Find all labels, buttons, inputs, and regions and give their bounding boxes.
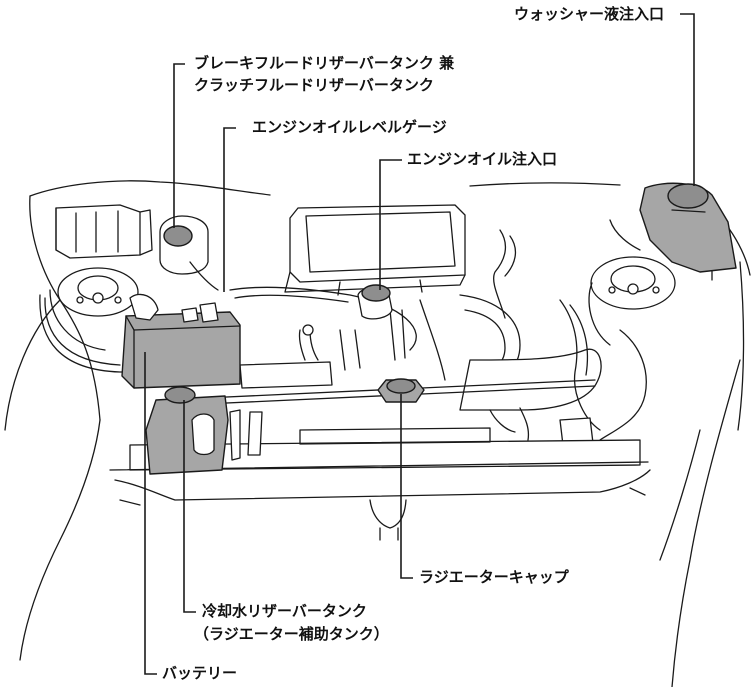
label-brake-line2: クラッチフルードリザーバータンク <box>194 76 434 94</box>
leader-lines <box>144 13 695 675</box>
battery <box>121 293 241 389</box>
label-battery: バッテリー <box>162 664 238 682</box>
leader-battery <box>144 352 157 675</box>
label-coolant-line1: 冷却水リザーバータンク <box>202 602 367 620</box>
leader-dipstick <box>223 127 236 292</box>
label-brake-line1: ブレーキフルードリザーバータンク 兼 <box>194 54 455 72</box>
label-radiator-cap: ラジエーターキャップ <box>419 568 569 586</box>
brake-fluid-reservoir <box>159 215 219 291</box>
leader-brake <box>173 63 185 228</box>
oil-filler-cap <box>357 284 393 320</box>
leader-oil-filler <box>379 159 402 290</box>
coolant-reservoir <box>145 386 229 475</box>
leader-radiator-cap <box>400 394 413 579</box>
label-dipstick: エンジンオイルレベルゲージ <box>252 118 447 136</box>
leader-coolant <box>183 400 196 613</box>
radiator-cap <box>377 378 425 403</box>
label-coolant-line2: （ラジエーター補助タンク） <box>194 625 389 643</box>
leader-washer <box>680 13 695 186</box>
washer-reservoir <box>639 182 737 273</box>
label-washer: ウォッシャー液注入口 <box>514 5 665 23</box>
engine-bay-drawing <box>4 180 751 688</box>
label-oil-filler: エンジンオイル注入口 <box>407 150 558 168</box>
